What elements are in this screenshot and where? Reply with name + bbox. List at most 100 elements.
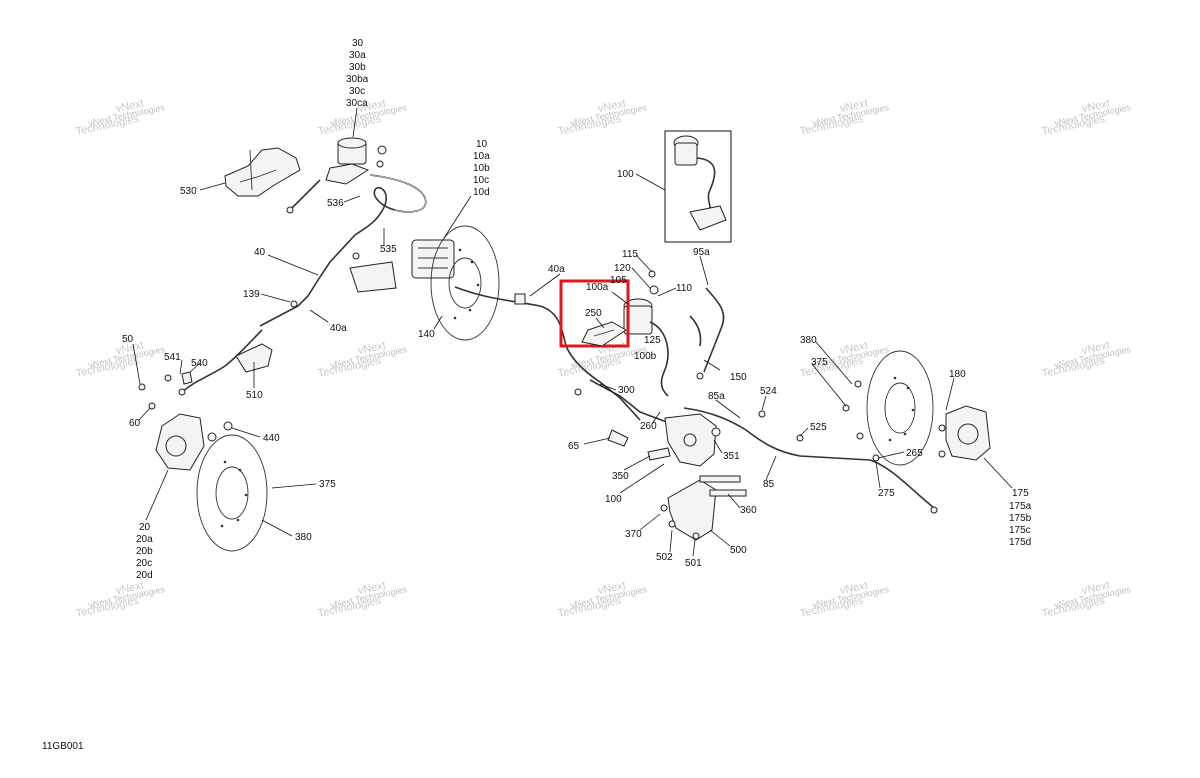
callout-275[interactable]: 275 bbox=[878, 488, 895, 499]
callout-510[interactable]: 510 bbox=[246, 390, 263, 401]
callout-40a-upper[interactable]: 40a bbox=[548, 264, 565, 275]
pedal-bracket-500-part[interactable] bbox=[660, 475, 747, 541]
callout-20b[interactable]: 20b bbox=[136, 546, 153, 557]
callout-175c[interactable]: 175c bbox=[1009, 525, 1031, 536]
callout-85[interactable]: 85 bbox=[763, 479, 775, 490]
svg-text:vNext: vNext bbox=[839, 339, 869, 357]
leader-lines bbox=[132, 107, 1013, 557]
callout-530[interactable]: 530 bbox=[180, 186, 197, 197]
callout-260[interactable]: 260 bbox=[640, 421, 657, 432]
callout-10d[interactable]: 10d bbox=[473, 187, 490, 198]
callout-380-right[interactable]: 380 bbox=[800, 335, 817, 346]
front-master-cylinder-part[interactable] bbox=[286, 137, 387, 214]
svg-text:vNext: vNext bbox=[839, 97, 869, 115]
rear-brake-rotor[interactable] bbox=[866, 350, 934, 466]
callout-85a[interactable]: 85a bbox=[708, 391, 725, 402]
watermark: vNext Technologies vNext Technologies bbox=[1041, 339, 1132, 379]
callout-100b[interactable]: 100b bbox=[634, 351, 657, 362]
callout-105[interactable]: 105 bbox=[610, 275, 627, 286]
callout-524[interactable]: 524 bbox=[760, 386, 777, 397]
callout-30a[interactable]: 30a bbox=[349, 50, 366, 61]
callout-30[interactable]: 30 bbox=[352, 38, 364, 49]
callout-440[interactable]: 440 bbox=[263, 433, 280, 444]
callout-175[interactable]: 175 bbox=[1012, 488, 1029, 499]
callout-115[interactable]: 115 bbox=[622, 249, 638, 260]
callout-10[interactable]: 10 bbox=[476, 139, 488, 150]
callout-30b[interactable]: 30b bbox=[349, 62, 366, 73]
handlebar-bracket-part[interactable] bbox=[224, 147, 301, 197]
callout-175b[interactable]: 175b bbox=[1009, 513, 1032, 524]
small-fittings-left[interactable] bbox=[138, 300, 298, 410]
callout-20d[interactable]: 20d bbox=[136, 570, 153, 581]
callout-351[interactable]: 351 bbox=[723, 451, 740, 462]
callout-139[interactable]: 139 bbox=[243, 289, 260, 300]
pedal-lever-250-part[interactable] bbox=[581, 321, 627, 347]
svg-text:vNext: vNext bbox=[115, 579, 145, 597]
callout-110[interactable]: 110 bbox=[676, 283, 692, 294]
callout-350[interactable]: 350 bbox=[612, 471, 629, 482]
callout-30ca[interactable]: 30ca bbox=[346, 98, 368, 109]
callout-375-right[interactable]: 375 bbox=[811, 357, 828, 368]
callout-541[interactable]: 541 bbox=[164, 352, 181, 363]
callout-360[interactable]: 360 bbox=[740, 505, 757, 516]
rear-caliper-175-part[interactable] bbox=[842, 380, 991, 461]
callout-100-lower[interactable]: 100 bbox=[605, 494, 622, 505]
callout-535[interactable]: 535 bbox=[380, 244, 397, 255]
callout-30c[interactable]: 30c bbox=[349, 86, 365, 97]
callout-150[interactable]: 150 bbox=[730, 372, 747, 383]
callout-525[interactable]: 525 bbox=[810, 422, 827, 433]
callout-10b[interactable]: 10b bbox=[473, 163, 490, 174]
callout-180[interactable]: 180 bbox=[949, 369, 966, 380]
watermark: vNext Technologies vNext Technologies bbox=[799, 579, 890, 619]
callout-95a[interactable]: 95a bbox=[693, 247, 710, 258]
callout-540[interactable]: 540 bbox=[191, 358, 208, 369]
front-brake-hose-40[interactable] bbox=[259, 174, 427, 327]
svg-text:vNext: vNext bbox=[1081, 97, 1111, 115]
svg-text:vNext: vNext bbox=[597, 97, 627, 115]
callout-30ba[interactable]: 30ba bbox=[346, 74, 369, 85]
front-brake-rotor-right[interactable] bbox=[430, 225, 500, 341]
callout-250[interactable]: 250 bbox=[585, 308, 602, 319]
callout-375-left[interactable]: 375 bbox=[319, 479, 336, 490]
callout-175a[interactable]: 175a bbox=[1009, 501, 1032, 512]
callout-10c[interactable]: 10c bbox=[473, 175, 489, 186]
rear-brake-line-85[interactable] bbox=[683, 407, 938, 514]
front-brake-rotor-left[interactable] bbox=[196, 434, 268, 552]
callout-265[interactable]: 265 bbox=[906, 448, 923, 459]
watermark: vNext Technologies vNext Technologies bbox=[75, 339, 166, 379]
callout-536[interactable]: 536 bbox=[327, 198, 344, 209]
callout-20c[interactable]: 20c bbox=[136, 558, 152, 569]
svg-text:vNext: vNext bbox=[115, 97, 145, 115]
callout-40[interactable]: 40 bbox=[254, 247, 266, 258]
callout-10a[interactable]: 10a bbox=[473, 151, 490, 162]
callout-501[interactable]: 501 bbox=[685, 558, 702, 569]
callout-300[interactable]: 300 bbox=[618, 385, 635, 396]
left-front-caliper-20-part[interactable] bbox=[155, 413, 233, 471]
svg-text:vNext: vNext bbox=[115, 339, 145, 357]
callout-125[interactable]: 125 bbox=[644, 335, 661, 346]
reservoir-detail-box[interactable] bbox=[664, 130, 732, 243]
callout-20a[interactable]: 20a bbox=[136, 534, 153, 545]
rear-master-cylinder-part[interactable] bbox=[623, 270, 725, 397]
callout-100-box[interactable]: 100 bbox=[617, 169, 634, 180]
left-brake-hose-510[interactable] bbox=[178, 329, 273, 396]
callout-120[interactable]: 120 bbox=[614, 263, 631, 274]
callout-50[interactable]: 50 bbox=[122, 334, 134, 345]
watermark: vNext Technologies vNext Technologies bbox=[557, 97, 648, 137]
callout-380-left[interactable]: 380 bbox=[295, 532, 312, 543]
callout-40a-lower[interactable]: 40a bbox=[330, 323, 347, 334]
callout-60[interactable]: 60 bbox=[129, 418, 141, 429]
callout-175d[interactable]: 175d bbox=[1009, 537, 1031, 548]
callout-20[interactable]: 20 bbox=[139, 522, 151, 533]
callout-370[interactable]: 370 bbox=[625, 529, 642, 540]
callout-100a[interactable]: 100a bbox=[586, 282, 609, 293]
front-caliper-10-part[interactable] bbox=[349, 239, 455, 293]
callout-502[interactable]: 502 bbox=[656, 552, 673, 563]
callout-140[interactable]: 140 bbox=[418, 329, 435, 340]
brake-hose-40a[interactable] bbox=[454, 286, 641, 421]
callout-65[interactable]: 65 bbox=[568, 441, 580, 452]
brake-pedal-assembly-part[interactable] bbox=[574, 379, 721, 467]
callout-labels: 30 30a 30b 30ba 30c 30ca 10 10a 10b 10c … bbox=[122, 38, 1032, 581]
callout-500[interactable]: 500 bbox=[730, 545, 747, 556]
